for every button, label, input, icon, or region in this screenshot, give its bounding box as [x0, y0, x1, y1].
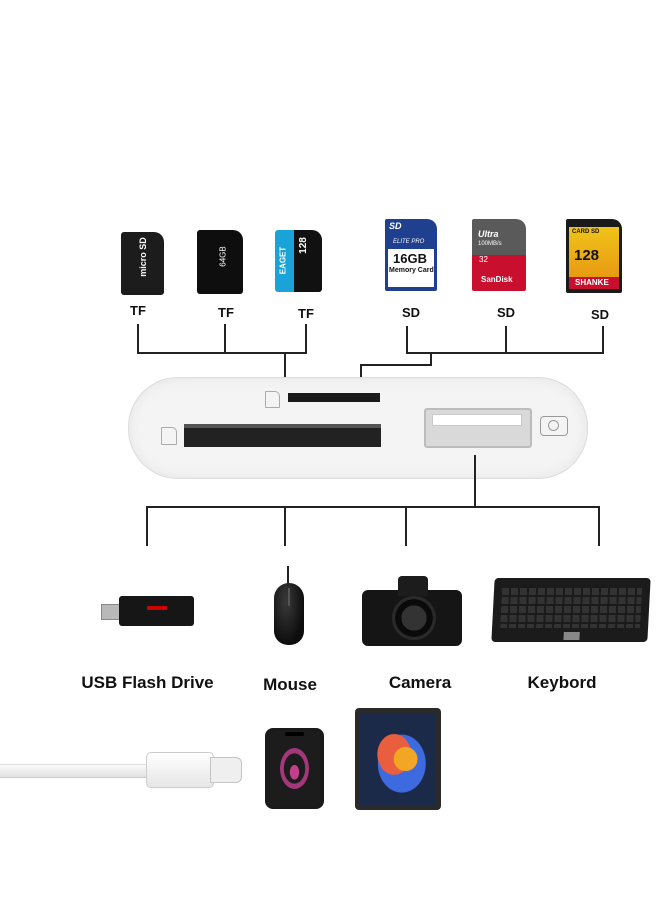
microsd-card-3: EAGET 128 [275, 230, 322, 292]
sd-card-3: CARD SD 128 SHANKE [566, 219, 622, 293]
lightning-connector-tip [210, 757, 242, 783]
card-label-sd-2: SD [496, 305, 516, 320]
card-label-sd-3: SD [590, 307, 610, 322]
keyboard-stand [563, 632, 580, 640]
connector-line [405, 506, 407, 546]
microsd-card-3-size: 128 [297, 237, 309, 254]
keyboard [491, 578, 651, 642]
connector-line [598, 506, 600, 546]
connector-line [360, 364, 432, 366]
connector-line [137, 324, 139, 354]
sd-card-3-band [569, 277, 619, 289]
connector-line [284, 506, 286, 546]
sd-card-3-face [569, 227, 619, 277]
tf-slot [288, 393, 380, 402]
usb-flash-drive [101, 596, 195, 628]
iphone-screen [268, 731, 321, 806]
card-label-tf-1: TF [130, 303, 146, 318]
sd-card-3-title: CARD SD [572, 229, 600, 235]
mouse-cable [287, 566, 289, 584]
sd-card-2-speed: 100MB/s [478, 241, 502, 247]
connector-line [224, 324, 226, 354]
iphone [265, 728, 324, 809]
ipad [355, 708, 441, 810]
card-label-sd-1: SD [401, 305, 421, 320]
camera-hump [398, 576, 428, 596]
device-label-usb: USB Flash Drive [81, 673, 214, 692]
ipad-screen [360, 713, 436, 805]
microsd-card-1-label: micro SD [138, 237, 148, 277]
connector-line [406, 352, 604, 354]
usb-accent [147, 606, 167, 610]
sd-card-1-brand: SD [389, 221, 402, 231]
sd-card-1-sub: ELITE PRO [393, 239, 425, 245]
usb-port [424, 408, 532, 448]
sd-card-3-maker: SHANKE [575, 278, 609, 287]
sd-card-3-size: 128 [574, 247, 600, 264]
usb-port-tongue [432, 414, 522, 426]
sd-card-2-brand: Ultra [478, 229, 499, 239]
sd-card-icon [161, 427, 177, 445]
card-label-tf-2: TF [218, 305, 234, 320]
tf-card-icon [265, 391, 280, 408]
camera [362, 576, 464, 646]
microsd-card-1: micro SD [121, 232, 164, 295]
sd-card-1-sticker [388, 249, 434, 287]
device-label-keyboard: Keybord [527, 673, 597, 692]
connector-line [602, 326, 604, 354]
device-label-mouse: Mouse [263, 675, 317, 694]
usb-body [119, 596, 194, 626]
microsd-card-2-size: 64GB [218, 246, 228, 267]
connector-line [430, 352, 432, 366]
connector-line [474, 455, 476, 507]
lightning-cable [0, 764, 150, 778]
microsd-card-3-brand: EAGET [278, 246, 288, 275]
camera-lens [392, 596, 436, 640]
iphone-notch [285, 732, 304, 736]
connector-line [406, 326, 408, 354]
sd-card-2: Ultra 100MB/s 32 SanDisk [472, 219, 526, 291]
mouse [274, 583, 304, 645]
lightning-connector-housing [146, 752, 214, 788]
sd-slot [184, 424, 381, 447]
microsd-card-2: 64GB [197, 230, 243, 294]
connector-line [505, 326, 507, 354]
connector-line [146, 506, 148, 546]
camera-icon [540, 416, 568, 436]
sd-card-2-size: 32 [479, 255, 488, 264]
card-label-tf-3: TF [298, 306, 314, 321]
keyboard-keys [500, 588, 643, 628]
connector-line [137, 352, 307, 354]
sd-card-1-size: 16GB [393, 251, 427, 266]
sd-card-2-maker: SanDisk [481, 275, 513, 284]
connector-line [305, 324, 307, 354]
device-label-camera: Camera [388, 673, 452, 692]
sd-card-1-name: Memory Card [389, 267, 434, 274]
sd-card-1: SD ELITE PRO 16GB Memory Card [385, 219, 437, 291]
connector-line [284, 352, 286, 384]
connector-line [146, 506, 600, 508]
